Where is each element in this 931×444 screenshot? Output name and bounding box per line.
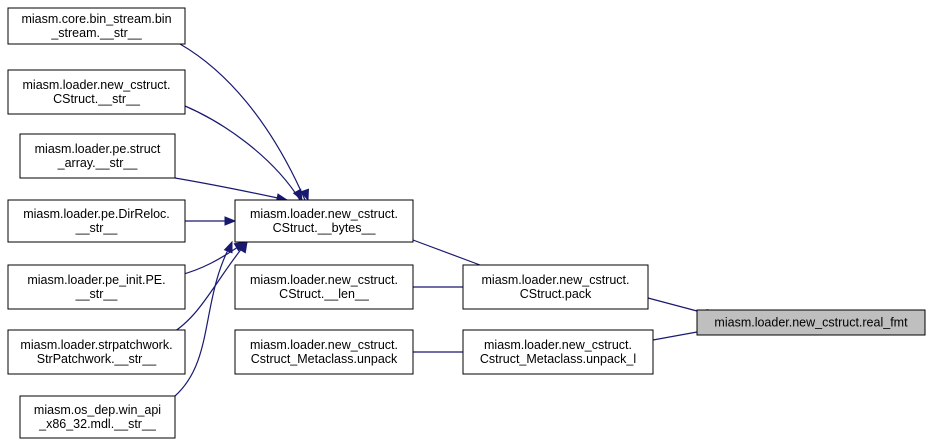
edge-cstruct_bytes-to-cstruct_str (169, 99, 303, 202)
arrowhead-icon (224, 216, 237, 226)
node-box (234, 329, 414, 375)
node-label-line: miasm.loader.new_cstruct. (250, 273, 398, 287)
node-label-line: CStruct.__str__ (53, 92, 141, 106)
edge-line (412, 239, 481, 266)
arrowhead-icon (292, 188, 303, 202)
node-label-line: miasm.loader.pe_init.PE. (27, 273, 165, 287)
node-box (462, 264, 649, 310)
node-box (696, 309, 926, 336)
edge-cstruct_bytes-to-pe_struct_array_str (174, 177, 289, 203)
node-label-line: miasm.loader.strpatchwork. (20, 338, 172, 352)
node-label-line: __str__ (75, 221, 119, 235)
node-metaclass-unpack-l[interactable]: miasm.loader.new_cstruct.Cstruct_Metacla… (462, 329, 654, 375)
node-label-line: miasm.loader.pe.DirReloc. (23, 207, 170, 221)
node-label-line: Cstruct_Metaclass.unpack (251, 352, 398, 366)
node-box (7, 329, 186, 375)
node-label-line: miasm.loader.new_cstruct. (250, 207, 398, 221)
node-label-line: StrPatchwork.__str__ (37, 352, 158, 366)
node-bin-stream-str[interactable]: miasm.core.bin_stream.bin_stream.__str__ (7, 7, 186, 45)
node-box (7, 7, 186, 45)
node-box (7, 264, 186, 310)
node-label-line: Cstruct_Metaclass.unpack_l (480, 352, 636, 366)
node-layer: miasm.core.bin_stream.bin_stream.__str__… (7, 7, 926, 439)
arrowhead-icon (237, 240, 248, 254)
node-box (234, 199, 414, 243)
node-pe-struct-array-str[interactable]: miasm.loader.pe.struct_array.__str__ (19, 133, 176, 179)
node-box (7, 199, 186, 243)
node-label-line: miasm.loader.pe.struct (35, 142, 161, 156)
node-box (19, 395, 176, 439)
node-label-line: CStruct.__bytes__ (273, 221, 377, 235)
edge-line (652, 331, 698, 341)
node-label-line: miasm.loader.new_cstruct. (23, 78, 171, 92)
edge-line (174, 241, 233, 397)
node-label-line: CStruct.__len__ (279, 287, 370, 301)
edge-line (179, 43, 306, 201)
node-box (7, 69, 186, 115)
edge-line (174, 177, 288, 201)
node-box (462, 329, 654, 375)
node-label-line: miasm.loader.new_cstruct.real_fmt (714, 316, 908, 330)
node-box (234, 264, 414, 310)
node-box (19, 133, 176, 179)
node-cstruct-str[interactable]: miasm.loader.new_cstruct.CStruct.__str__ (7, 69, 186, 115)
node-label-line: miasm.loader.new_cstruct. (484, 338, 632, 352)
node-strpatchwork-str[interactable]: miasm.loader.strpatchwork.StrPatchwork._… (7, 329, 186, 375)
arrowhead-icon (223, 240, 233, 254)
edge-cstruct_bytes-to-bin_stream_str (179, 43, 310, 202)
node-label-line: _x86_32.mdl.__str__ (38, 417, 157, 431)
edge-cstruct_pack-to-cstruct_bytes (401, 231, 481, 266)
edge-line (647, 297, 698, 312)
node-label-line: miasm.loader.new_cstruct. (482, 273, 630, 287)
node-pe-init-pe-str[interactable]: miasm.loader.pe_init.PE.__str__ (7, 264, 186, 310)
node-cstruct-len[interactable]: miasm.loader.new_cstruct.CStruct.__len__ (234, 264, 414, 310)
node-win-api-mdl-str[interactable]: miasm.os_dep.win_api_x86_32.mdl.__str__ (19, 395, 176, 439)
node-label-line: _stream.__str__ (50, 26, 142, 40)
edge-line (169, 99, 301, 201)
node-label-line: miasm.core.bin_stream.bin (21, 12, 171, 26)
node-label-line: CStruct.pack (520, 287, 592, 301)
node-label-line: __str__ (75, 287, 119, 301)
node-cstruct-pack[interactable]: miasm.loader.new_cstruct.CStruct.pack (462, 264, 649, 310)
arrowhead-icon (300, 188, 310, 202)
node-label-line: miasm.os_dep.win_api (34, 403, 161, 417)
node-label-line: _array.__str__ (57, 156, 139, 170)
node-cstruct-bytes[interactable]: miasm.loader.new_cstruct.CStruct.__bytes… (234, 199, 414, 243)
node-real-fmt[interactable]: miasm.loader.new_cstruct.real_fmt (696, 309, 926, 336)
node-pe-dirreloc-str[interactable]: miasm.loader.pe.DirReloc.__str__ (7, 199, 186, 243)
edge-cstruct_bytes-to-pe_dirreloc_str (185, 216, 237, 226)
edge-cstruct_bytes-to-win_api_mdl_str (174, 240, 233, 397)
node-metaclass-unpack[interactable]: miasm.loader.new_cstruct.Cstruct_Metacla… (234, 329, 414, 375)
node-label-line: miasm.loader.new_cstruct. (250, 338, 398, 352)
